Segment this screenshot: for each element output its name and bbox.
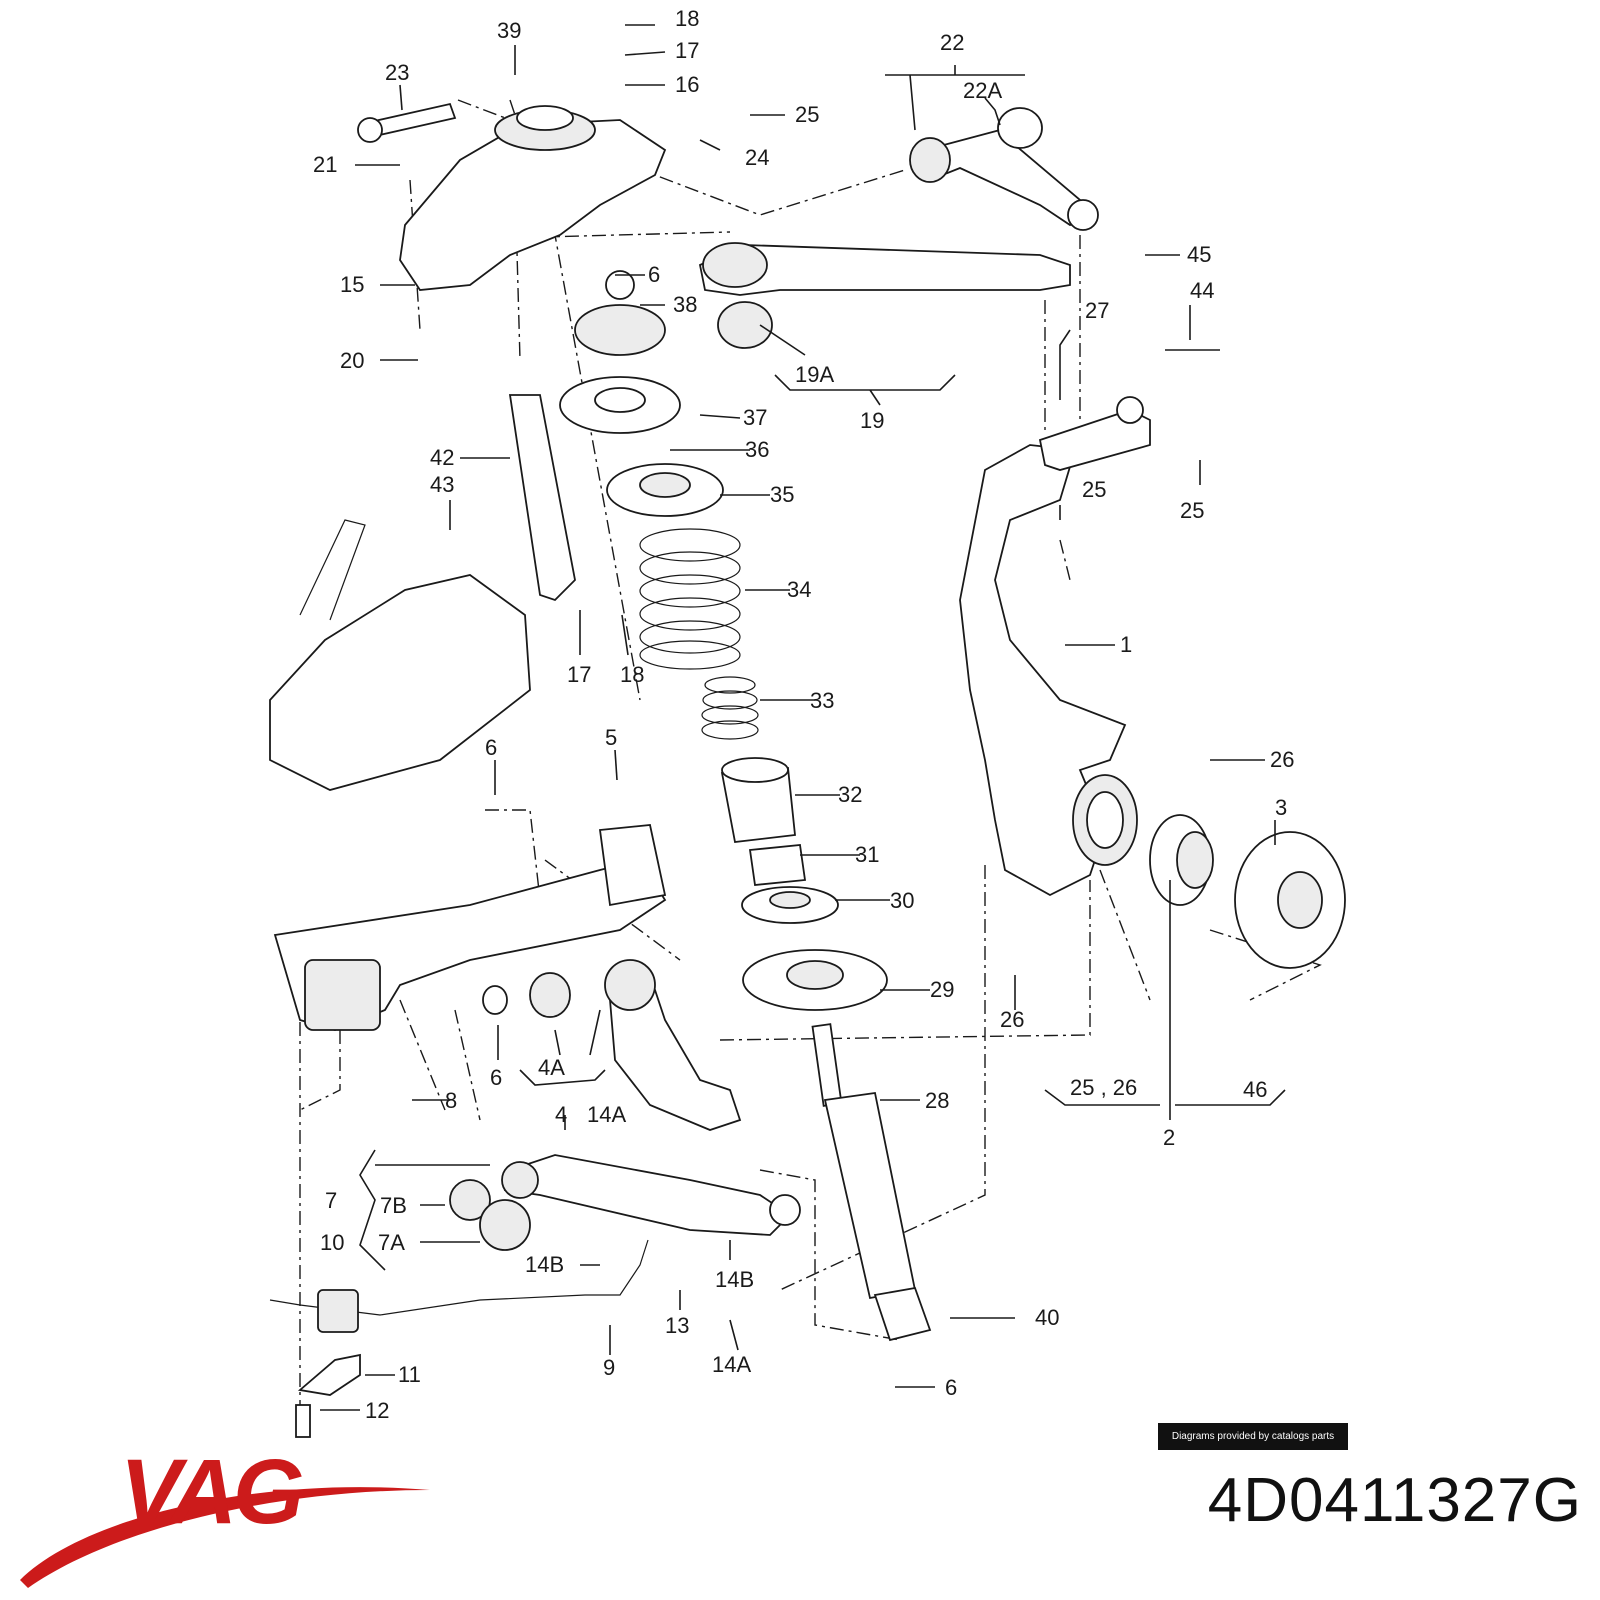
callout-30: 30	[890, 888, 914, 913]
callout-22a: 22A	[963, 78, 1002, 103]
callout-26-top: 26	[1270, 747, 1294, 772]
callout-16: 16	[675, 72, 699, 97]
callout-4: 4	[555, 1102, 567, 1127]
callout-25-26: 25 , 26	[1070, 1075, 1137, 1100]
callout-13: 13	[665, 1313, 689, 1338]
callout-25-mid-right: 25	[1180, 498, 1204, 523]
callout-18-mid: 18	[620, 662, 644, 687]
callout-1: 1	[1120, 632, 1132, 657]
assembly-lines	[299, 99, 1322, 1420]
callout-19: 19	[860, 408, 884, 433]
callout-22: 22	[940, 30, 964, 55]
callout-21: 21	[313, 152, 337, 177]
callout-35: 35	[770, 482, 794, 507]
callout-8: 8	[445, 1088, 457, 1113]
callout-3: 3	[1275, 795, 1287, 820]
callout-36: 36	[745, 437, 769, 462]
callout-25-mid-left: 25	[1082, 477, 1106, 502]
callout-11: 11	[398, 1362, 421, 1387]
callout-2: 2	[1163, 1125, 1175, 1150]
callout-19a: 19A	[795, 362, 834, 387]
callout-17-mid: 17	[567, 662, 591, 687]
callout-42: 42	[430, 445, 454, 470]
callout-14b-left: 14B	[525, 1252, 564, 1277]
callout-6-top: 6	[648, 262, 660, 287]
callout-27: 27	[1085, 298, 1109, 323]
callout-14b-right: 14B	[715, 1267, 754, 1292]
callout-14a-bottom: 14A	[712, 1352, 751, 1377]
callout-6-left: 6	[485, 735, 497, 760]
callout-4a: 4A	[538, 1055, 565, 1080]
callout-43: 43	[430, 472, 454, 497]
callout-10: 10	[320, 1230, 344, 1255]
callout-14a-top: 14A	[587, 1102, 626, 1127]
callout-18-top: 18	[675, 6, 699, 31]
callout-7b: 7B	[380, 1193, 407, 1218]
callout-7a: 7A	[378, 1230, 405, 1255]
callout-37: 37	[743, 405, 767, 430]
callout-32: 32	[838, 782, 862, 807]
callout-9: 9	[603, 1355, 615, 1380]
callout-5: 5	[605, 725, 617, 750]
vag-logo-text: VAG	[120, 1441, 305, 1543]
callout-40: 40	[1035, 1305, 1059, 1330]
callout-7: 7	[325, 1188, 337, 1213]
callout-45: 45	[1187, 242, 1211, 267]
callout-25-top: 25	[795, 102, 819, 127]
callout-44: 44	[1190, 278, 1214, 303]
callout-labels: 18 39 17 16 22 23 22A 25 21 24 15 6 38 4…	[313, 6, 1294, 1423]
callout-12: 12	[365, 1398, 389, 1423]
callout-6-mid: 6	[490, 1065, 502, 1090]
callout-38: 38	[673, 292, 697, 317]
callout-24: 24	[745, 145, 769, 170]
part-number: 4D0411327G	[1207, 1466, 1582, 1535]
callout-31: 31	[855, 842, 879, 867]
diagram-credit-badge: Diagrams provided by catalogs parts	[1158, 1423, 1348, 1450]
callout-33: 33	[810, 688, 834, 713]
callout-28: 28	[925, 1088, 949, 1113]
leader-lines	[320, 24, 1286, 1411]
callout-29: 29	[930, 977, 954, 1002]
callout-23: 23	[385, 60, 409, 85]
vag-logo-swoosh	[20, 1487, 430, 1588]
callout-46: 46	[1243, 1077, 1267, 1102]
callout-15: 15	[340, 272, 364, 297]
callout-6-bottom: 6	[945, 1375, 957, 1400]
callout-39: 39	[497, 18, 521, 43]
callout-17-top: 17	[675, 38, 699, 63]
callout-26-bottom: 26	[1000, 1007, 1024, 1032]
part-illustrations	[269, 102, 1346, 1438]
callout-34: 34	[787, 577, 811, 602]
callout-20: 20	[340, 348, 364, 373]
